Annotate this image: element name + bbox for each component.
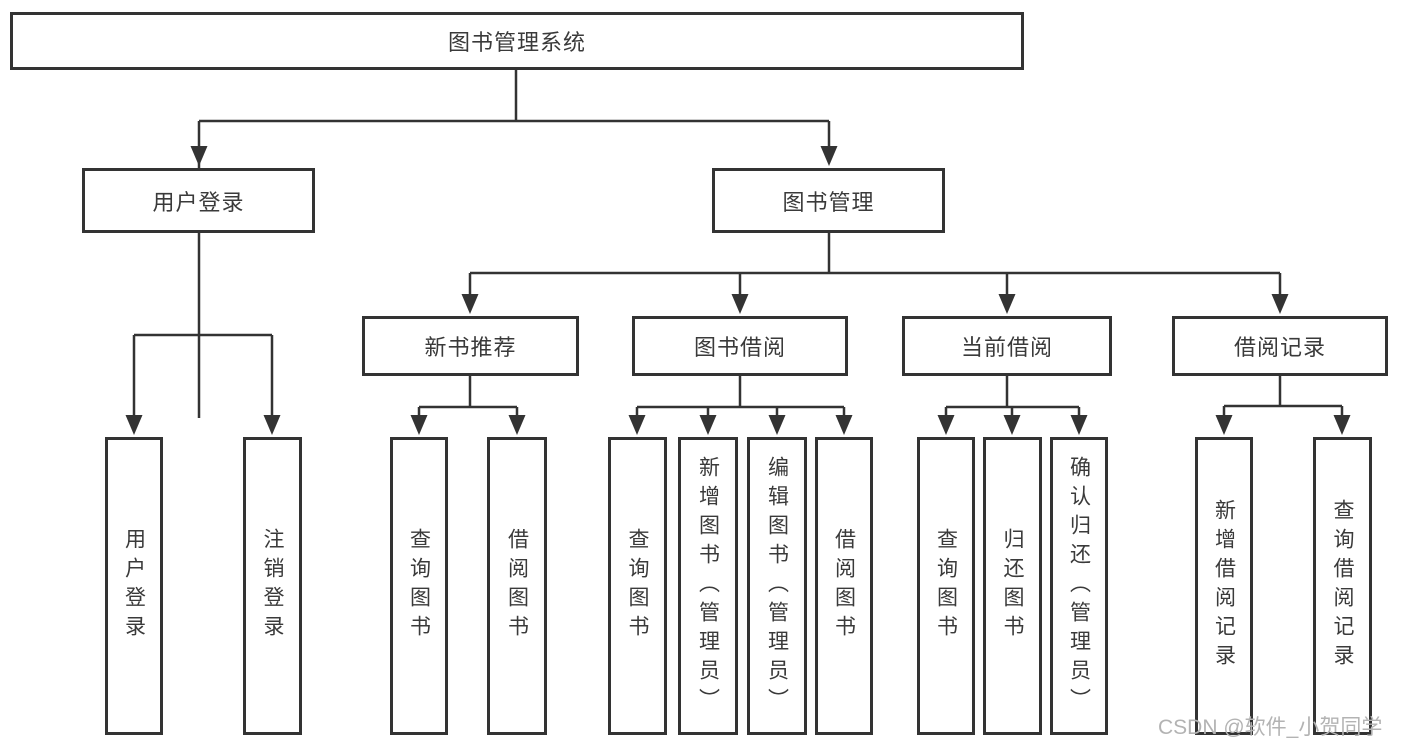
node-book-management: 图书管理 bbox=[712, 168, 945, 233]
node-book-borrowing: 图书借阅 bbox=[632, 316, 848, 376]
node-query-books-leaf: 查询图书 bbox=[390, 437, 448, 735]
node-query-books-leaf: 查询图书 bbox=[608, 437, 667, 735]
node-borrow-books-leaf: 借阅图书 bbox=[815, 437, 873, 735]
node-library-system: 图书管理系统 bbox=[10, 12, 1024, 70]
node-current-borrowing: 当前借阅 bbox=[902, 316, 1112, 376]
node-query-books-leaf: 查询图书 bbox=[917, 437, 975, 735]
node-borrowing-records: 借阅记录 bbox=[1172, 316, 1388, 376]
node-logout-leaf: 注销登录 bbox=[243, 437, 302, 735]
node-query-borrow-record-leaf: 查询借阅记录 bbox=[1313, 437, 1372, 735]
node-user-login: 用户登录 bbox=[82, 168, 315, 233]
node-new-book-recommend: 新书推荐 bbox=[362, 316, 579, 376]
node-confirm-return-admin-leaf: 确认归还（管理员） bbox=[1050, 437, 1108, 735]
node-return-books-leaf: 归还图书 bbox=[983, 437, 1042, 735]
node-borrow-books-leaf: 借阅图书 bbox=[487, 437, 547, 735]
csdn-watermark: CSDN @软件_小贺同学 bbox=[1158, 716, 1383, 739]
node-user-login-leaf: 用户登录 bbox=[105, 437, 163, 735]
node-add-books-admin-leaf: 新增图书（管理员） bbox=[678, 437, 738, 735]
node-edit-books-admin-leaf: 编辑图书（管理员） bbox=[747, 437, 807, 735]
node-add-borrow-record-leaf: 新增借阅记录 bbox=[1195, 437, 1253, 735]
